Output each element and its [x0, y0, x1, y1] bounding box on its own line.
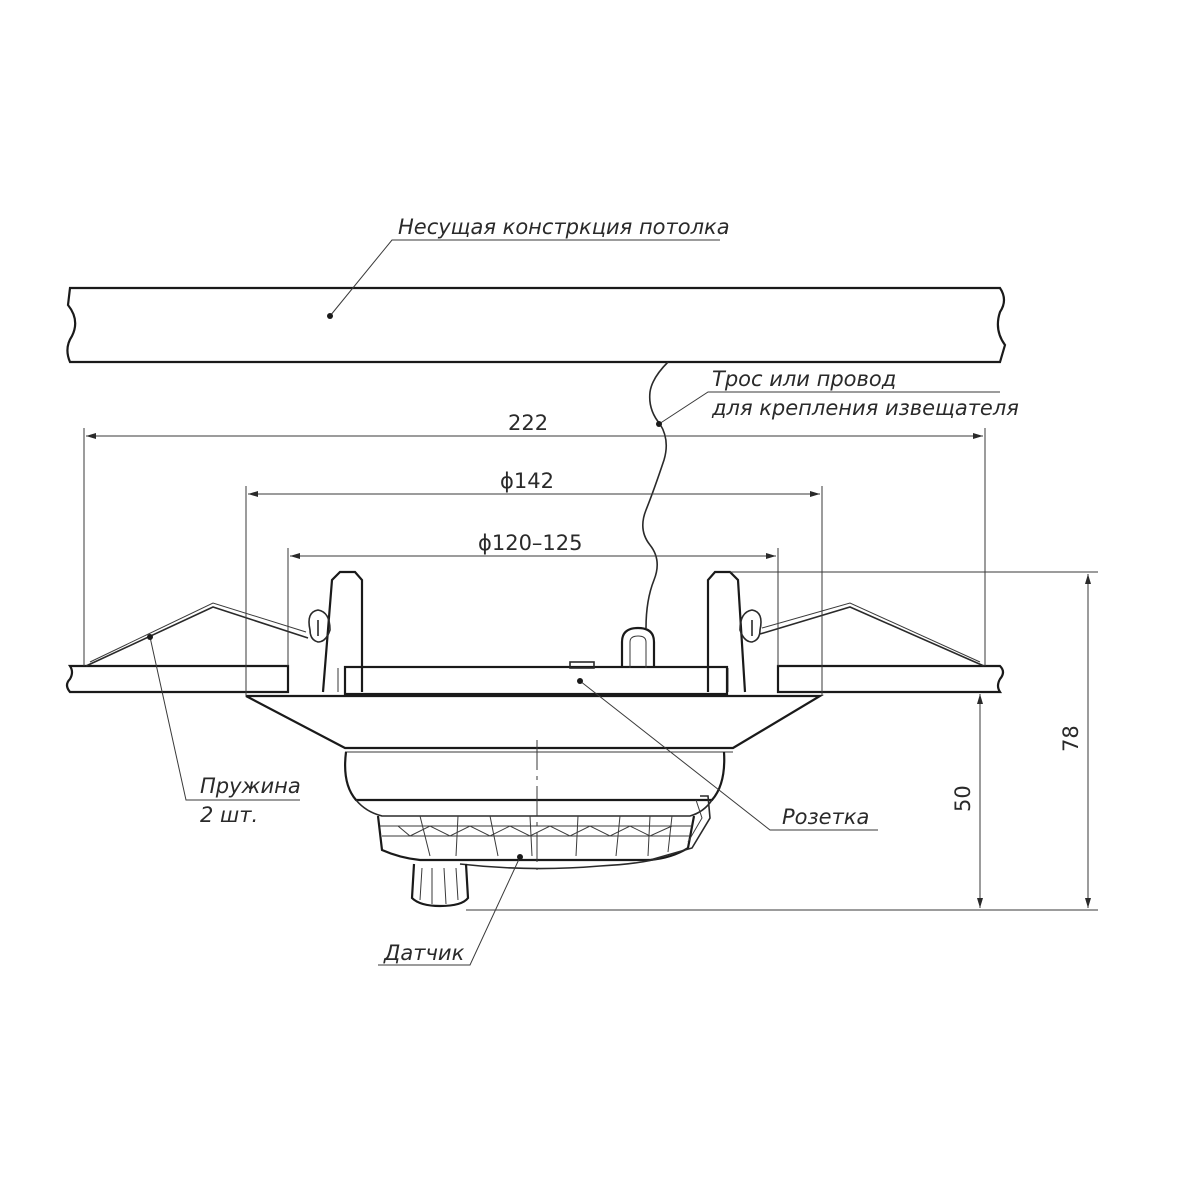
flange-ring [245, 694, 824, 753]
suspension-cable [642, 361, 669, 629]
dimension-50-value: 50 [951, 785, 975, 812]
detector-body [344, 740, 726, 908]
dimension-142 [245, 486, 823, 696]
spring-left [85, 602, 309, 667]
leader-cable [656, 391, 1000, 427]
socket-body [343, 626, 729, 696]
label-cable-line1: Трос или провод [712, 367, 896, 391]
dimension-120-125-value: ϕ120–125 [478, 531, 583, 555]
dimension-142-value: ϕ142 [500, 469, 554, 493]
mounting-bracket [308, 570, 762, 693]
label-socket: Розетка [782, 805, 869, 829]
spring-right [759, 602, 985, 667]
leader-ceiling [327, 239, 720, 319]
label-ceiling: Несущая констркция потолка [398, 215, 730, 239]
dimension-222-value: 222 [508, 411, 548, 435]
leader-spring [147, 634, 300, 801]
dimension-222 [83, 428, 986, 666]
label-spring-line1: Пружина [200, 774, 301, 798]
label-spring-line2: 2 шт. [200, 803, 258, 827]
dimension-78-value: 78 [1059, 725, 1083, 752]
suspended-ceiling-right [776, 664, 1005, 694]
ceiling-slab [66, 286, 1007, 364]
leader-socket [577, 678, 878, 831]
label-cable-line2: для крепления извещателя [711, 396, 1019, 420]
dimension-120-125 [287, 548, 779, 666]
dimension-78 [466, 571, 1098, 911]
suspended-ceiling-left [65, 664, 290, 694]
label-sensor: Датчик [383, 941, 465, 965]
leader-sensor [378, 854, 523, 966]
